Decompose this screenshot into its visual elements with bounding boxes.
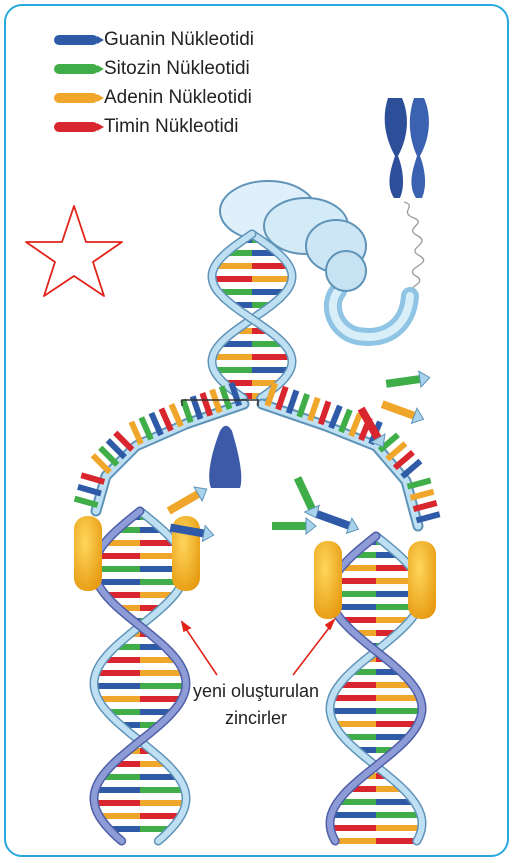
base-pair-half — [213, 354, 252, 360]
legend-swatch — [54, 93, 98, 103]
legend-swatch — [54, 64, 98, 74]
base-pair-half — [376, 708, 422, 714]
base-pair-half — [376, 695, 420, 701]
parental-dna-helix — [212, 234, 292, 399]
chromosome-icon — [385, 98, 429, 198]
exposed-base — [351, 414, 360, 436]
legend-label: Guanin Nükleotidi — [104, 29, 254, 51]
exposed-base — [331, 406, 340, 428]
legend-label: Adenin Nükleotidi — [104, 87, 252, 109]
legend-swatch — [54, 122, 98, 132]
free-nucleotide — [314, 507, 361, 537]
legend-item: Timin Nükleotidi — [54, 115, 238, 139]
exposed-base — [387, 444, 405, 460]
chromatin-coil — [404, 202, 424, 298]
exposed-base — [395, 452, 413, 468]
legend-item: Sitozin Nükleotidi — [54, 57, 250, 81]
base-pair-half — [376, 812, 421, 818]
base-pair-half — [376, 825, 422, 831]
base-pair-half — [94, 683, 140, 689]
legend-item: Adenin Nükleotidi — [54, 86, 252, 110]
free-nucleotide — [379, 397, 426, 427]
annotation-arrows — [182, 620, 334, 675]
base-pair-half — [140, 787, 185, 793]
base-pair-half — [376, 838, 417, 844]
free-nucleotide — [165, 482, 211, 518]
exposed-base — [341, 410, 350, 432]
legend-item: Guanin Nükleotidi — [54, 28, 254, 52]
base-pair-half — [97, 553, 140, 559]
base-pair-half — [94, 800, 140, 806]
star-icon — [26, 206, 122, 296]
base-pair-half — [252, 276, 292, 282]
base-pair-half — [252, 354, 291, 360]
base-pair-half — [330, 825, 376, 831]
legend-label: Sitozin Nükleotidi — [104, 58, 250, 80]
base-pair-half — [212, 276, 252, 282]
exposed-base — [402, 461, 420, 477]
base-pair-half — [331, 812, 376, 818]
base-pair-half — [140, 670, 184, 676]
annotation-line-1: yeni oluşturulan — [171, 681, 341, 702]
base-pair-half — [140, 800, 186, 806]
base-pair-half — [97, 579, 140, 585]
free-nucleotide — [272, 518, 316, 534]
base-pair-half — [96, 670, 140, 676]
annotation-line-2: zincirler — [171, 708, 341, 729]
base-pair-half — [335, 838, 376, 844]
free-nucleotide — [385, 370, 431, 392]
base-pair-half — [95, 787, 140, 793]
legend-swatch — [54, 35, 98, 45]
legend-label: Timin Nükleotidi — [104, 116, 238, 138]
figure-frame: Guanin NükleotidiSitozin NükleotidiAdeni… — [4, 4, 509, 857]
